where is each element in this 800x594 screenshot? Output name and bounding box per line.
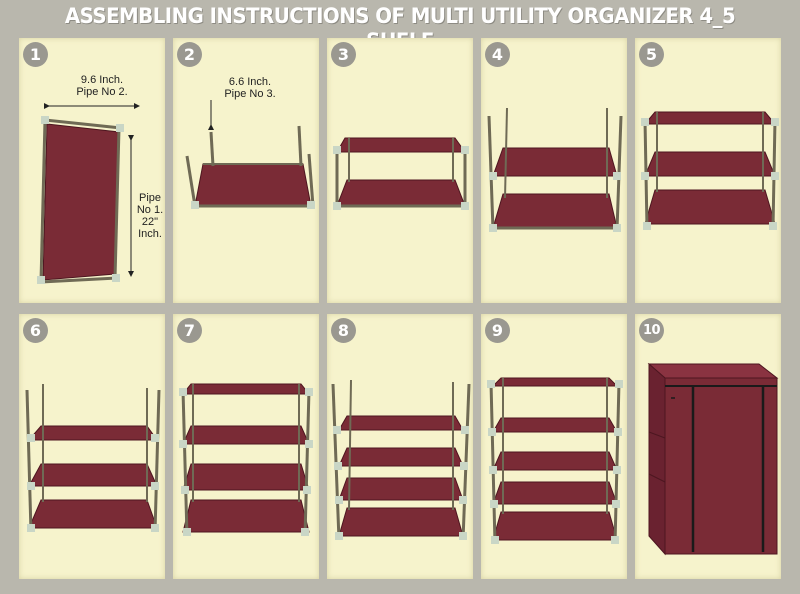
step-10-illustration <box>647 362 779 556</box>
step-number-7: 7 <box>177 318 202 343</box>
step-panel-1: 1 9.6 Inch. Pipe No 2. Pipe No 1. 22" In… <box>19 38 165 303</box>
step-number-2: 2 <box>177 42 202 67</box>
pipe-no-3-label: 6.6 Inch. Pipe No 3. <box>224 76 276 100</box>
step-3-illustration <box>333 137 469 210</box>
step-1-illustration <box>37 103 140 284</box>
step-number-5: 5 <box>639 42 664 67</box>
step-number-8: 8 <box>331 318 356 343</box>
step-panel-5: 5 <box>635 38 781 303</box>
step-8-illustration <box>331 379 471 541</box>
step-number-9: 9 <box>485 318 510 343</box>
step-number-6: 6 <box>23 318 48 343</box>
step-panel-7: 7 <box>173 314 319 579</box>
step-4-illustration <box>487 107 623 232</box>
step-panel-4: 4 <box>481 38 627 303</box>
step-7-illustration <box>179 383 313 537</box>
step-panel-2: 2 6.6 Inch. Pipe No 3. <box>173 38 319 303</box>
pipe-no-2-label: 9.6 Inch. Pipe No 2. <box>76 74 128 98</box>
step-6-illustration <box>25 384 161 533</box>
step-panel-10: 10 <box>635 314 781 579</box>
step-panel-8: 8 <box>327 314 473 579</box>
step-9-illustration <box>487 377 623 545</box>
step-2-illustration <box>185 100 315 209</box>
step-5-illustration <box>641 111 779 230</box>
step-number-10: 10 <box>639 318 664 343</box>
step-panel-3: 3 <box>327 38 473 303</box>
pipe-no-1-label: Pipe No 1. 22" Inch. <box>136 192 164 240</box>
step-number-1: 1 <box>23 42 48 67</box>
step-panel-6: 6 <box>19 314 165 579</box>
step-number-3: 3 <box>331 42 356 67</box>
step-number-4: 4 <box>485 42 510 67</box>
step-panel-9: 9 <box>481 314 627 579</box>
